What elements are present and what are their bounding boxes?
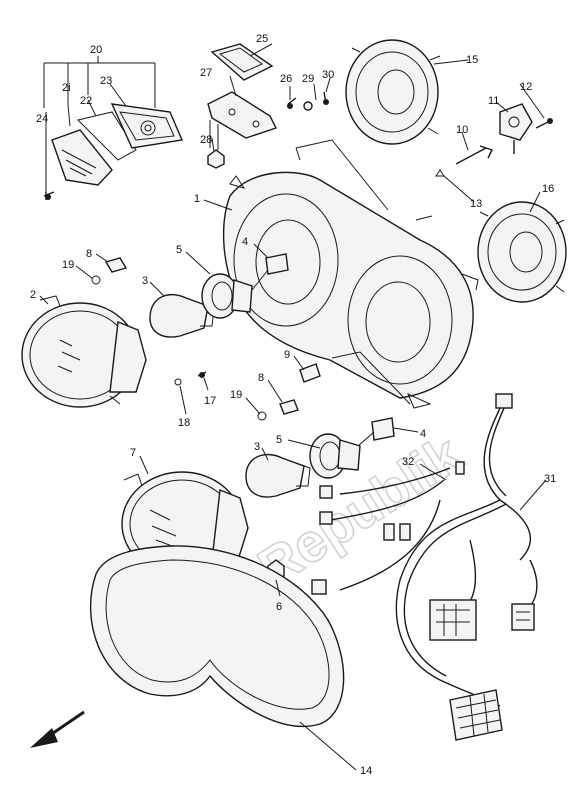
callout-20: 20 — [90, 44, 102, 56]
callout-8-lower: 8 — [258, 372, 264, 384]
callout-6: 6 — [276, 601, 282, 613]
lamp-stay-bracket — [207, 43, 329, 169]
callout-24: 24 — [36, 113, 48, 125]
callout-15: 15 — [466, 54, 478, 66]
callout-4-upper: 4 — [242, 236, 248, 248]
lower-bulb-assembly — [245, 351, 411, 498]
beam-adjuster — [435, 103, 553, 177]
callout-28: 28 — [200, 134, 212, 146]
callout-21: 2i — [62, 82, 71, 94]
callout-4-lower: 4 — [420, 428, 426, 440]
callout-7: 7 — [130, 447, 136, 459]
headlight-unit-2 — [21, 295, 147, 408]
callout-11: 11 — [488, 95, 499, 107]
callout-2: 2 — [30, 289, 36, 301]
callout-labels: 20 2i 22 23 24 25 26 27 28 29 30 15 12 1… — [30, 33, 556, 777]
callout-5-lower: 5 — [276, 434, 282, 446]
position-lamp-assembly — [43, 62, 183, 200]
callout-1: 1 — [194, 193, 200, 205]
callout-17: 17 — [204, 395, 216, 407]
headlight-cover-16 — [477, 201, 567, 303]
leader-lines — [39, 43, 547, 771]
callout-19-upper: 19 — [62, 259, 74, 271]
callout-22: 22 — [80, 95, 92, 107]
callout-25: 25 — [256, 33, 268, 45]
callout-12: 12 — [520, 81, 532, 93]
callout-31: 31 — [544, 473, 556, 485]
callout-30: 30 — [322, 69, 334, 81]
callout-26: 26 — [280, 73, 292, 85]
front-direction-arrow — [30, 710, 85, 748]
headlight-screws — [174, 371, 207, 386]
callout-8-upper: 8 — [86, 248, 92, 260]
headlight-cover-15 — [345, 39, 441, 145]
callout-23: 23 — [100, 75, 112, 87]
callout-32: 32 — [402, 456, 414, 468]
callout-27: 27 — [200, 67, 212, 79]
upper-bulb-assembly — [91, 253, 289, 338]
callout-9: 9 — [284, 349, 290, 361]
callout-10: 10 — [456, 124, 468, 136]
callout-3-upper: 3 — [142, 275, 148, 287]
wiring-harness — [311, 393, 538, 741]
callout-13: 13 — [470, 198, 482, 210]
callout-29: 29 — [302, 73, 314, 85]
callout-3-lower: 3 — [254, 441, 260, 453]
callout-14: 14 — [360, 765, 372, 777]
callout-16: 16 — [542, 183, 554, 195]
callout-5-upper: 5 — [176, 244, 182, 256]
callout-19-lower: 19 — [230, 389, 242, 401]
callout-18: 18 — [178, 417, 190, 429]
headlight-rim — [89, 545, 345, 727]
